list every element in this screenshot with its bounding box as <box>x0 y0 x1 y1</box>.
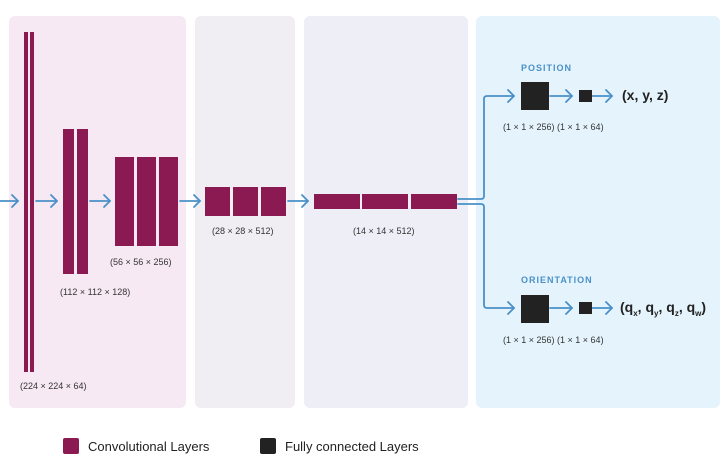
arrow-input <box>0 194 19 208</box>
q-close: ) <box>701 299 707 315</box>
conv-layer-1b <box>30 32 34 372</box>
q-sep-1: , q <box>637 299 655 315</box>
legend-conv-label: Convolutional Layers <box>88 439 210 454</box>
position-output: (x, y, z) <box>622 87 669 103</box>
layer-1-dims: (224 × 224 × 64) <box>20 381 87 391</box>
conv-layer-5a <box>314 194 360 209</box>
orientation-output: (qx, qy, qz, qw) <box>620 299 706 318</box>
conv-layer-2a <box>63 129 74 274</box>
conv-layer-3a <box>115 157 134 246</box>
q-sub-w: w <box>695 308 702 318</box>
conv-layer-4c <box>261 187 286 216</box>
arrow-branch-position <box>457 89 515 200</box>
arrow-l1-l2 <box>35 194 58 208</box>
conv-layer-4a <box>205 187 230 216</box>
position-title: POSITION <box>521 63 573 73</box>
arrow-l4-l5 <box>287 194 309 208</box>
q-sep-3: , q <box>678 299 696 315</box>
position-fc-64 <box>579 90 592 102</box>
legend-conv-swatch <box>63 438 79 454</box>
conv-layer-3c <box>159 157 178 246</box>
orientation-fc-64 <box>579 302 592 314</box>
layer-5-dims: (14 × 14 × 512) <box>353 226 415 236</box>
position-fc-256 <box>521 82 549 110</box>
conv-layer-4b <box>233 187 258 216</box>
conv-layer-5c <box>411 194 457 209</box>
panel-conv-block-1-3 <box>9 16 186 408</box>
arrow-pos-fc2-out <box>591 89 613 103</box>
q-sub-z: z <box>674 308 679 318</box>
orientation-title: ORIENTATION <box>521 275 593 285</box>
layer-3-dims: (56 × 56 × 256) <box>110 257 172 267</box>
legend-fc-swatch <box>260 438 276 454</box>
orientation-fc-dims: (1 × 1 × 256) (1 × 1 × 64) <box>503 335 604 345</box>
layer-4-dims: (28 × 28 × 512) <box>212 226 274 236</box>
legend-fc-label: Fully connected Layers <box>285 439 419 454</box>
layer-2-dims: (112 × 112 × 128) <box>60 287 131 297</box>
q-sub-y: y <box>654 308 659 318</box>
panel-conv-block-5 <box>304 16 468 408</box>
arrow-branch-orientation <box>457 203 515 315</box>
position-fc-dims: (1 × 1 × 256) (1 × 1 × 64) <box>503 122 604 132</box>
arrow-ori-fc1-fc2 <box>549 301 573 315</box>
arrow-l2-l3 <box>89 194 111 208</box>
q-open: (q <box>620 299 634 315</box>
arrow-ori-fc2-out <box>591 301 613 315</box>
arrow-l3-l4 <box>179 194 201 208</box>
orientation-fc-256 <box>521 295 549 323</box>
conv-layer-2b <box>77 129 88 274</box>
q-sep-2: , q <box>658 299 675 315</box>
panel-fc-heads <box>476 16 720 408</box>
q-sub-x: x <box>633 308 638 318</box>
conv-layer-3b <box>137 157 156 246</box>
conv-layer-5b <box>362 194 408 209</box>
arrow-pos-fc1-fc2 <box>549 89 573 103</box>
conv-layer-1a <box>24 32 28 372</box>
